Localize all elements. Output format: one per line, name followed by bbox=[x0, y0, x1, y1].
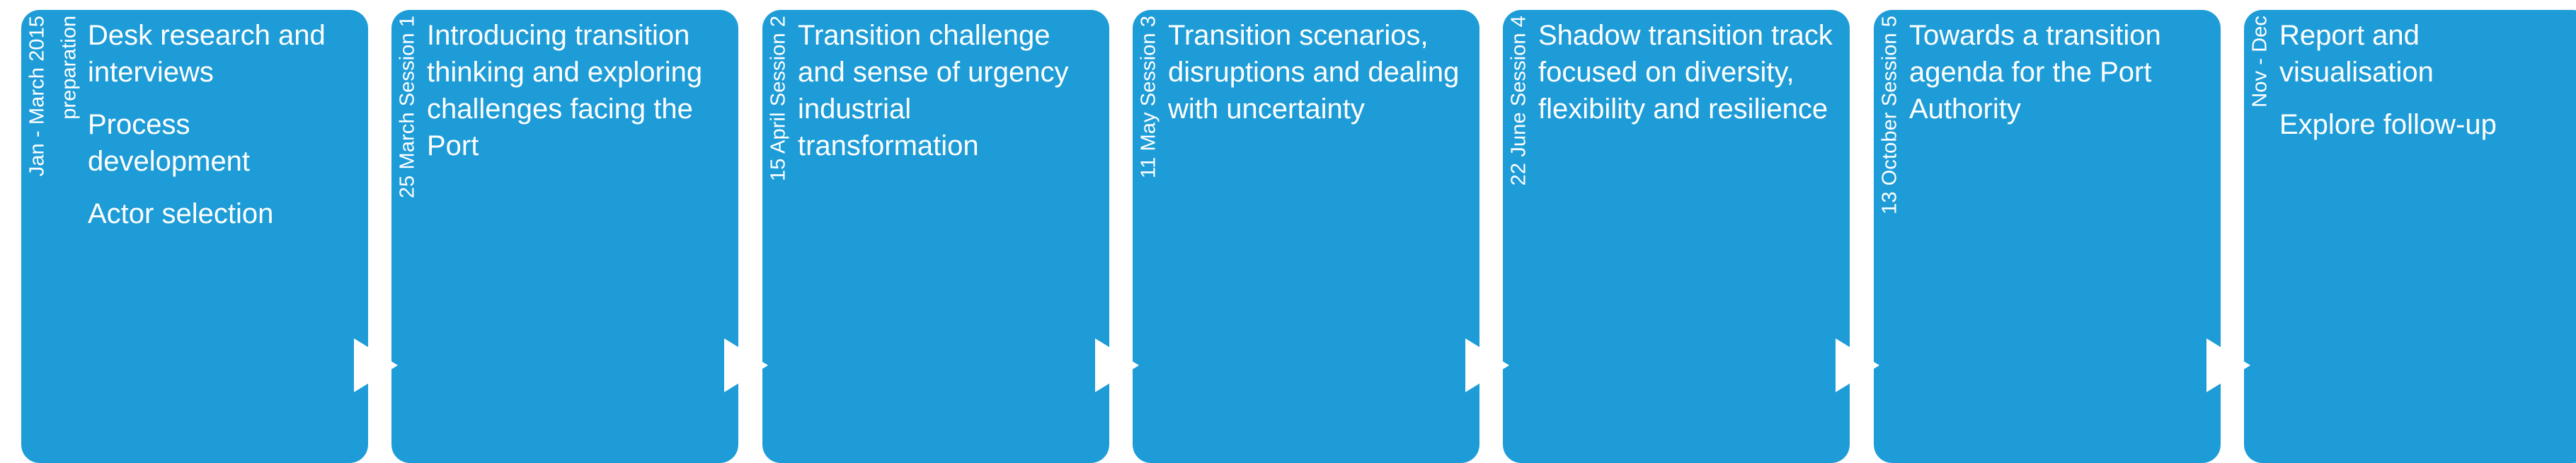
right-arrow-icon bbox=[1836, 338, 1879, 392]
stage-date-label-5: 22 June Session 4 bbox=[1507, 16, 1530, 186]
right-arrow-icon bbox=[1465, 338, 1509, 392]
stage-text-line: Actor selection bbox=[88, 198, 274, 229]
stage-text-line: Shadow transition track focused on diver… bbox=[1538, 20, 1833, 125]
stage-phase-label-1: preparation bbox=[57, 16, 81, 120]
stage-date-label-6: 13 October Session 5 bbox=[1878, 16, 1901, 215]
stage-text-line: Explore follow-up bbox=[2279, 109, 2497, 140]
stage-body-6: Towards a transition agenda for the Port… bbox=[1906, 10, 2221, 127]
stage-text-line: Towards a transition agenda for the Port… bbox=[1909, 20, 2161, 125]
stage-body-3: Transition challenge and sense of urgenc… bbox=[795, 10, 1109, 164]
stage-date-label-2: 25 March Session 1 bbox=[396, 16, 419, 199]
stage-panel-6[interactable]: 13 October Session 5 Towards a transition… bbox=[1874, 10, 2221, 463]
right-arrow-icon bbox=[1095, 338, 1139, 392]
stage-body-4: Transition scenarios, disruptions and de… bbox=[1165, 10, 1479, 127]
stage-sublabel-rail-1: preparation bbox=[54, 10, 85, 432]
stage-date-label-4: 11 May Session 3 bbox=[1137, 16, 1160, 178]
stage-text-line: Desk research and interviews bbox=[88, 20, 326, 88]
stage-date-label-1: Jan - March 2015 bbox=[25, 16, 49, 177]
stage-label-rail-1: Jan - March 2015 bbox=[21, 10, 54, 432]
stage-panel-4[interactable]: 11 May Session 3 Transition scenarios, di… bbox=[1133, 10, 1479, 463]
stage-panel-2[interactable]: 25 March Session 1 Introducing transition… bbox=[391, 10, 738, 463]
stage-text-line: Introducing transition thinking and expl… bbox=[427, 20, 703, 161]
stage-text-line: Process development bbox=[88, 109, 251, 177]
stage-body-5: Shadow transition track focused on diver… bbox=[1535, 10, 1850, 127]
right-arrow-icon bbox=[2206, 338, 2250, 392]
right-arrow-icon bbox=[724, 338, 768, 392]
stage-date-label-7: Nov - Dec bbox=[2248, 16, 2272, 108]
stage-body-2: Introducing transition thinking and expl… bbox=[424, 10, 738, 164]
stage-text-line: Transition scenarios, disruptions and de… bbox=[1168, 20, 1460, 125]
right-arrow-icon bbox=[354, 338, 398, 392]
stage-panel-5[interactable]: 22 June Session 4 Shadow transition track… bbox=[1503, 10, 1850, 463]
stage-text-line: Report and visualisation bbox=[2279, 20, 2434, 88]
stage-date-label-3: 15 April Session 2 bbox=[767, 16, 790, 181]
stage-text-line: Transition challenge and sense of urgenc… bbox=[798, 20, 1069, 161]
stage-panel-3[interactable]: 15 April Session 2 Transition challenge a… bbox=[762, 10, 1109, 463]
